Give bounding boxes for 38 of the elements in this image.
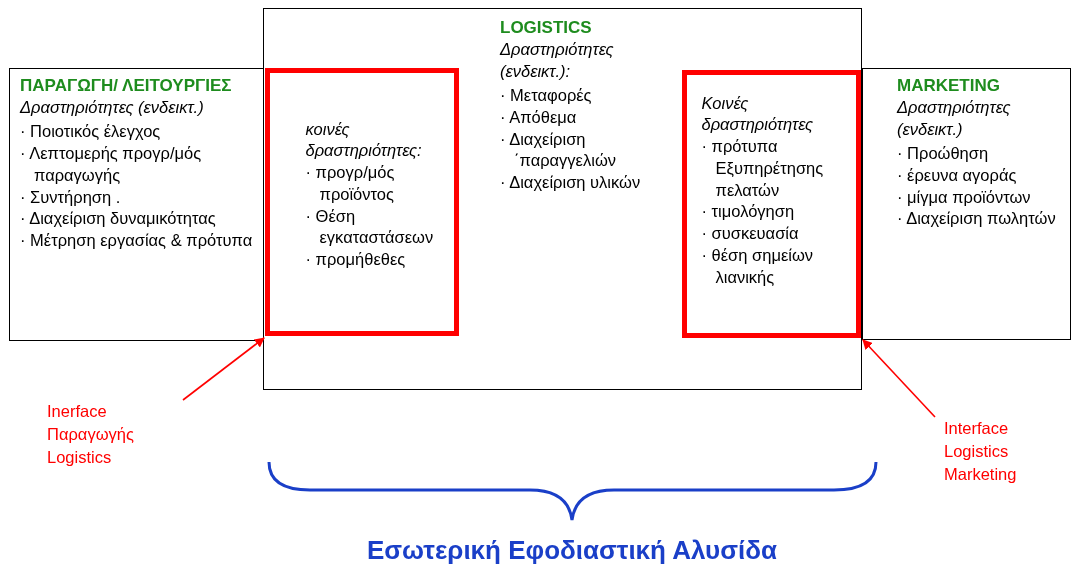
- box-heading: MARKETING: [897, 75, 1001, 97]
- callout-text: Interface Logistics Marketing: [944, 418, 1018, 486]
- function-box: [862, 68, 1071, 340]
- list-item: · Προώθηση: [897, 142, 990, 164]
- function-box: [9, 68, 264, 341]
- list-item: · πρότυπα Εξυπηρέτησης πελατών: [701, 136, 825, 201]
- interface-box: [264, 67, 459, 336]
- list-item: · Διαχείριση ΄παραγγελιών: [500, 128, 617, 172]
- list-item: · Διαχείριση υλικών: [500, 172, 642, 194]
- list-item: · Απόθεμα: [500, 106, 578, 128]
- arrow: [862, 339, 936, 418]
- box-subheading: Δραστηριότητες (ενδεικτ.): [897, 97, 1012, 141]
- list-item: · Μεταφορές: [500, 84, 593, 106]
- list-item: · Διαχείριση πωλητών: [897, 208, 1057, 230]
- list-item: · Ποιοτικός έλεγχος: [20, 121, 162, 143]
- list-item: · Διαχείριση δυναμικότητας: [20, 208, 217, 230]
- list-item: · Λεπτομερής προγρ/μός παραγωγής: [20, 142, 203, 186]
- caption-text: Εσωτερική Εφοδιαστική Αλυσίδα: [366, 535, 778, 566]
- list-item: · τιμολόγηση: [701, 201, 796, 223]
- box-subheading: Κοινές δραστηριότητες: [701, 92, 815, 136]
- function-box: [263, 8, 862, 390]
- interface-box: [681, 69, 861, 338]
- arrow: [182, 337, 265, 401]
- list-item: · έρευνα αγοράς: [897, 164, 1018, 186]
- box-subheading: Δραστηριότητες (ενδεικτ.): [20, 97, 205, 119]
- box-subheading: κοινές δραστηριότητες:: [305, 118, 423, 162]
- list-item: · προγρ/μός προϊόντος: [305, 162, 396, 205]
- list-item: · συσκευασία: [701, 223, 800, 245]
- list-item: · Μέτρηση εργασίας & πρότυπα: [20, 230, 254, 252]
- callout-text: Inerface Παραγωγής Logistics: [47, 401, 135, 469]
- list-item: · μίγμα προϊόντων: [897, 186, 1032, 208]
- list-item: · Θέση εγκαταστάσεων: [305, 205, 435, 249]
- box-subheading: Δραστηριότητες (ενδεικτ.):: [500, 39, 615, 83]
- list-item: · θέση σημείων λιανικής: [701, 244, 815, 288]
- box-heading: ΠΑΡΑΓΩΓΗ/ ΛΕΙΤΟΥΡΓΙΕΣ: [20, 75, 233, 97]
- box-heading: LOGISTICS: [500, 17, 593, 39]
- list-item: · Συντήρηση .: [20, 186, 122, 208]
- list-item: · προμήθεθες: [305, 249, 407, 271]
